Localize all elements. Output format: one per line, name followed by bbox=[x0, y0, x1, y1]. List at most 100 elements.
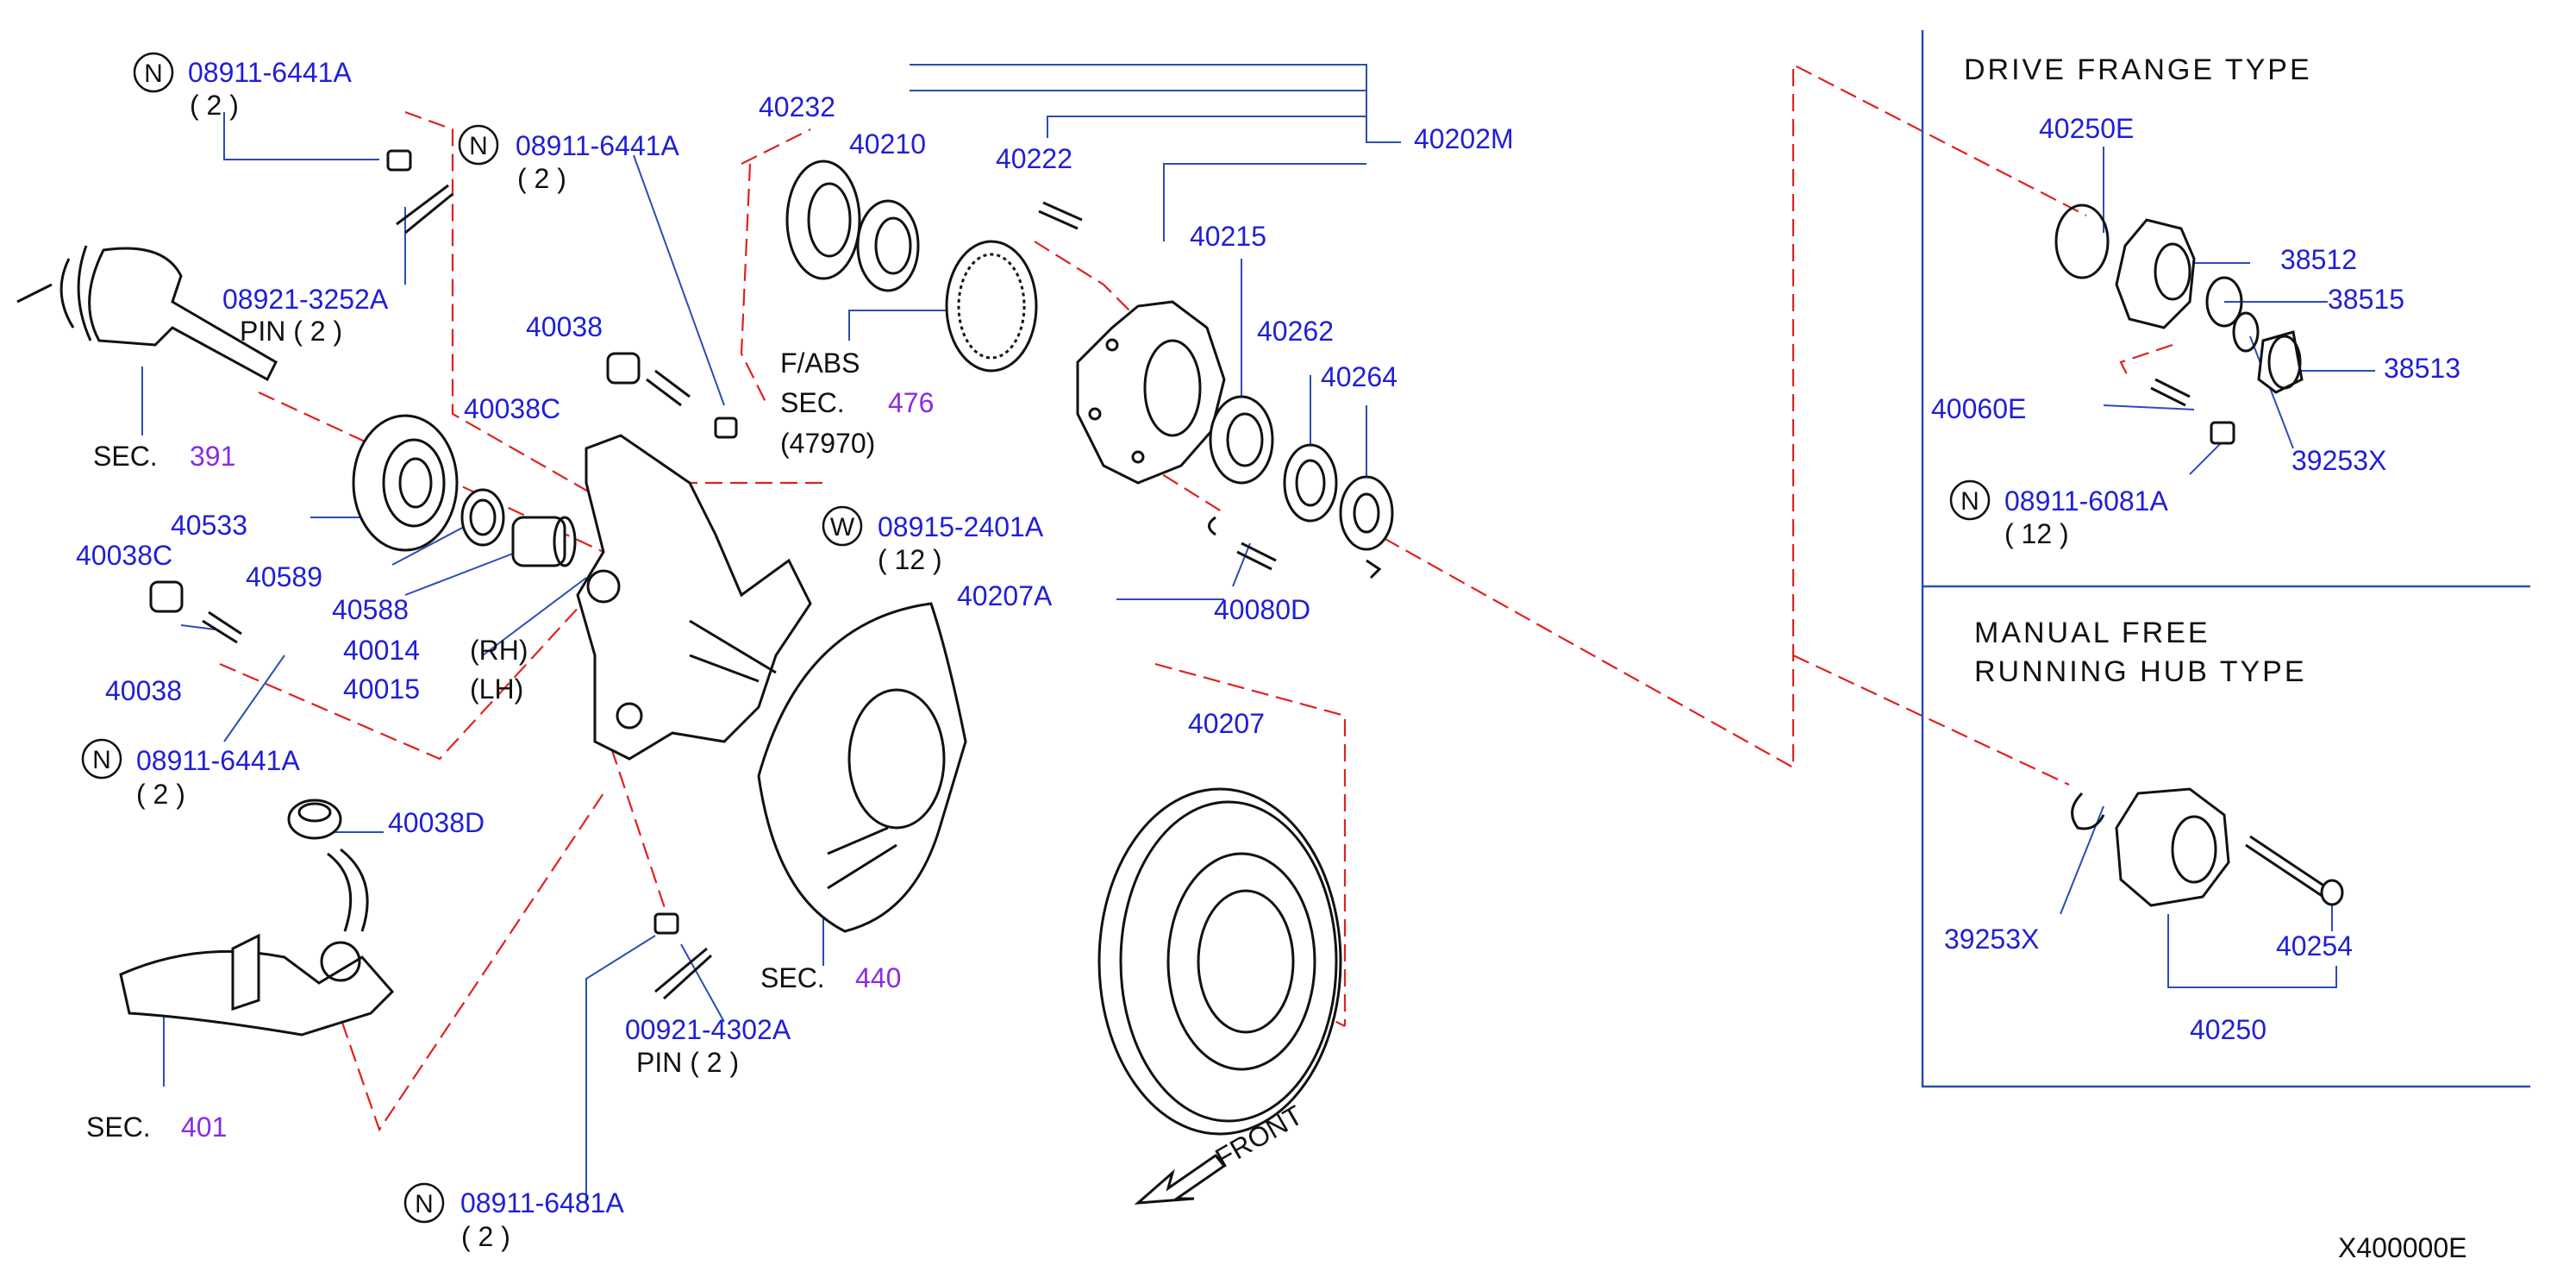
free-hub-header-line1: MANUAL FREE bbox=[1974, 617, 2210, 649]
drive-shaft-part bbox=[16, 245, 278, 382]
pin-label: PIN ( 2 ) bbox=[240, 316, 342, 347]
bolt-part bbox=[202, 611, 242, 644]
callout-circles: N N N N W N bbox=[81, 52, 1991, 1224]
n-circle-icon bbox=[81, 738, 122, 780]
part-number-label: 40038D bbox=[388, 807, 485, 838]
part-number-label: 38513 bbox=[2384, 353, 2460, 384]
part-number-label: 08915-2401A bbox=[878, 511, 1044, 542]
option-frames bbox=[1921, 30, 2530, 1088]
part-number-label: 40207A bbox=[957, 580, 1053, 611]
part-number-label: 40262 bbox=[1257, 316, 1334, 347]
cotter-pin-part bbox=[654, 947, 713, 1000]
part-number-label: 40533 bbox=[171, 510, 247, 541]
seal-ring-part bbox=[460, 488, 505, 547]
oil-seal-part bbox=[785, 160, 861, 280]
w-circle-icon bbox=[822, 505, 863, 547]
part-number-label: 40207 bbox=[1188, 708, 1265, 739]
outer-bearing-part bbox=[856, 199, 920, 292]
part-number-label: 40588 bbox=[332, 594, 409, 625]
n-circle-icon bbox=[133, 52, 174, 93]
drive-flange-part bbox=[2115, 218, 2196, 329]
drive-flange-header: DRIVE FRANGE TYPE bbox=[1964, 53, 2312, 86]
bushing-part bbox=[149, 580, 184, 613]
section-number: 401 bbox=[181, 1112, 227, 1143]
part-number-label: 40038 bbox=[526, 311, 603, 342]
quantity-label: ( 12 ) bbox=[2004, 518, 2069, 549]
free-running-hub-part bbox=[2115, 787, 2230, 907]
steering-knuckle-part bbox=[576, 434, 812, 761]
part-number-label: 08911-6441A bbox=[516, 130, 679, 161]
bushing-part bbox=[606, 352, 641, 385]
part-number-label: 40060E bbox=[1931, 393, 2026, 424]
hub-seal-part bbox=[352, 414, 459, 552]
part-number-label: 40232 bbox=[759, 91, 835, 122]
section-label: SEC. bbox=[93, 441, 158, 472]
cap-part bbox=[2054, 204, 2110, 279]
part-number-label: 40038C bbox=[76, 540, 172, 571]
part-number-label: 40589 bbox=[246, 561, 322, 592]
svg-text:N: N bbox=[1960, 487, 1979, 516]
cotter-pin-part bbox=[396, 184, 453, 235]
snap-ring-part bbox=[2205, 276, 2243, 328]
part-number-label: 08911-6441A bbox=[188, 57, 352, 88]
part-number-label: 08911-6441A bbox=[136, 745, 300, 776]
part-number-label: 40222 bbox=[996, 143, 1072, 174]
side-label: (LH) bbox=[470, 673, 523, 705]
stud-bolt-part bbox=[2150, 378, 2191, 407]
quantity-label: ( 2 ) bbox=[461, 1221, 510, 1252]
pin-label: PIN ( 2 ) bbox=[636, 1047, 739, 1078]
part-number-label: 08921-3252A bbox=[222, 284, 389, 315]
part-number-label: 40250E bbox=[2039, 113, 2134, 144]
free-hub-header-line2: RUNNING HUB TYPE bbox=[1974, 655, 2307, 688]
part-number-label: 40215 bbox=[1190, 221, 1266, 252]
lower-arm-part bbox=[119, 848, 395, 1037]
lock-washer-part bbox=[1283, 443, 1338, 523]
part-number-label: 08911-6481A bbox=[460, 1187, 624, 1218]
section-number: 440 bbox=[855, 962, 901, 993]
quantity-label: ( 2 ) bbox=[190, 90, 239, 121]
section-label: SEC. bbox=[86, 1112, 151, 1143]
part-number-label: 38512 bbox=[2280, 244, 2357, 275]
section-label: SEC. bbox=[780, 387, 845, 418]
brake-disc-part bbox=[1097, 787, 1342, 1136]
part-number-label: 40264 bbox=[1321, 361, 1397, 392]
ball-joint-part bbox=[287, 799, 342, 840]
part-number-label: 40038C bbox=[464, 393, 560, 424]
part-number-label: 08911-6081A bbox=[2004, 485, 2168, 517]
part-number-label: 40210 bbox=[849, 128, 926, 160]
part-labels: 08911-6441A ( 2 ) 08911-6441A ( 2 ) 0892… bbox=[76, 53, 2467, 1263]
wheel-hub-part bbox=[1076, 300, 1226, 485]
nut-part bbox=[714, 417, 738, 439]
quantity-label: ( 2 ) bbox=[517, 163, 566, 194]
svg-text:N: N bbox=[144, 60, 163, 88]
inner-bearing-part bbox=[1209, 395, 1274, 485]
nut-part bbox=[653, 912, 679, 935]
front-arrow-icon bbox=[1134, 1153, 1227, 1205]
quantity-label: ( 2 ) bbox=[136, 779, 185, 810]
section-number: 476 bbox=[888, 387, 934, 418]
part-number-label: 39253X bbox=[2292, 445, 2386, 476]
snap-ring-part bbox=[1208, 516, 1216, 536]
flange-cap-part bbox=[2257, 330, 2304, 394]
part-number-label: 40080D bbox=[1214, 594, 1310, 625]
bolt-part bbox=[646, 369, 691, 407]
hub-bolt-part bbox=[2245, 835, 2329, 899]
section-label: SEC. bbox=[760, 962, 825, 993]
n-circle-icon bbox=[458, 124, 499, 166]
part-number-label: 40254 bbox=[2276, 930, 2353, 961]
screw-part bbox=[1366, 559, 1382, 579]
bolt-part bbox=[1236, 542, 1277, 571]
abs-sensor-ring-part bbox=[945, 240, 1038, 373]
n-circle-icon bbox=[403, 1182, 445, 1224]
hub-bolt-part bbox=[1038, 201, 1083, 230]
n-circle-icon bbox=[1949, 479, 1991, 521]
part-number-label: 40015 bbox=[343, 673, 420, 705]
nut-part bbox=[386, 149, 412, 172]
svg-text:N: N bbox=[415, 1190, 434, 1218]
part-number-label: 40202M bbox=[1414, 123, 1514, 154]
svg-text:N: N bbox=[469, 132, 488, 160]
ref-label: (47970) bbox=[780, 428, 875, 459]
needle-bearing-part bbox=[511, 516, 577, 567]
